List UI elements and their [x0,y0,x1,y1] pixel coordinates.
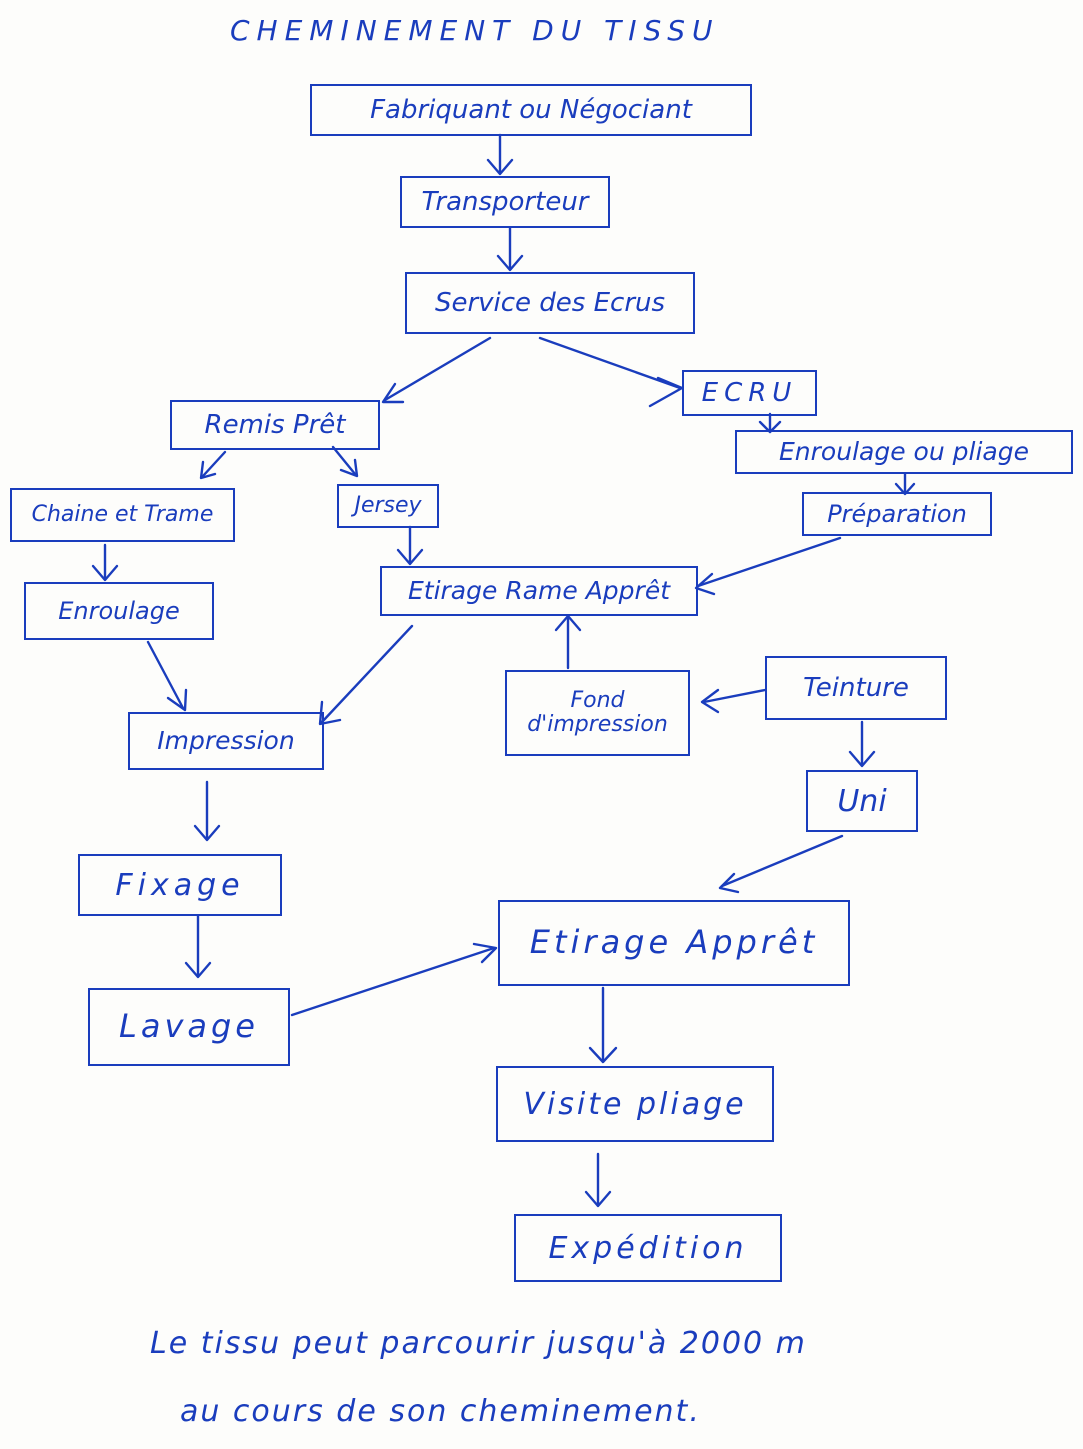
arrowhead-service-remis [381,382,405,404]
node-chaine-trame: Chaine et Trame [10,488,235,542]
arrow-teinture-fond [702,688,767,704]
node-visite-pliage: Visite pliage [496,1066,774,1142]
node-enroulage-pliage-label: Enroulage ou pliage [779,437,1029,467]
node-enroulage: Enroulage [24,582,214,640]
arrowhead-etirage-appret-visite [588,1046,618,1064]
node-fond-impression-line2: d'impression [527,712,668,737]
node-enroulage-label: Enroulage [58,596,180,625]
arrowhead-teinture-fond [700,688,720,714]
arrowhead-ecru-enroulage-pliage [758,420,782,434]
arrow-service-remis [383,336,492,402]
arrow-remis-chaine [201,450,227,478]
node-preparation-label: Préparation [827,499,967,528]
node-ecru: ECRU [682,370,817,416]
arrowhead-fabriquant-transporteur [486,158,514,176]
arrowhead-fixage-lavage [184,961,212,979]
arrowhead-remis-jersey [339,458,359,478]
arrowhead-service-ecru [648,376,684,408]
footnote-line-1: Le tissu peut parcourir jusqu'à 2000 m [150,1326,807,1361]
arrowhead-uni-etirage-appret [718,872,740,894]
node-fixage: Fixage [78,854,282,916]
arrowhead-enroulage-impression [166,688,188,712]
arrowhead-visite-expedition [584,1190,612,1208]
node-enroulage-pliage: Enroulage ou pliage [735,430,1073,474]
node-uni-label: Uni [837,783,887,819]
arrow-preparation-etirage-rame [696,536,842,588]
arrow-uni-etirage-appret [720,834,844,888]
footnote-line-2: au cours de son cheminement. [180,1394,701,1429]
node-expedition: Expédition [514,1214,782,1282]
node-uni: Uni [806,770,918,832]
arrowhead-jersey-etirage-rame [396,548,424,566]
node-remis-pret: Remis Prêt [170,400,380,450]
arrow-service-ecru [538,336,682,390]
arrowhead-transporteur-service [496,254,524,272]
arrowhead-enroulage-preparation [894,482,916,496]
arrow-lavage-etirage-appret [290,946,496,1017]
node-expedition-label: Expédition [548,1230,748,1266]
arrowhead-lavage-etirage-appret [472,942,498,964]
node-teinture: Teinture [765,656,947,720]
arrowhead-chaine-enroulage [91,564,119,582]
node-etirage-rame-appret-label: Etirage Rame Apprêt [407,576,670,606]
node-service-ecrus: Service des Ecrus [405,272,695,334]
node-impression: Impression [128,712,324,770]
arrow-etirage-rame-impression [320,624,414,724]
node-remis-pret-label: Remis Prêt [204,409,346,440]
node-preparation: Préparation [802,492,992,536]
node-etirage-appret: Etirage Apprêt [498,900,850,986]
node-fabriquant-label: Fabriquant ou Négociant [370,94,692,125]
node-chaine-trame-label: Chaine et Trame [31,501,214,527]
node-etirage-rame-appret: Etirage Rame Apprêt [380,566,698,616]
arrow-enroulage-impression [146,640,185,710]
arrowhead-teinture-uni [848,750,876,768]
node-visite-pliage-label: Visite pliage [523,1086,747,1122]
arrow-remis-jersey [331,445,357,476]
node-service-ecrus-label: Service des Ecrus [434,287,666,318]
node-impression-label: Impression [157,726,295,756]
node-jersey: Jersey [337,484,439,528]
arrowhead-remis-chaine [199,460,217,480]
node-etirage-appret-label: Etirage Apprêt [529,923,819,962]
node-ecru-label: ECRU [701,377,798,408]
node-lavage: Lavage [88,988,290,1066]
node-lavage-label: Lavage [119,1007,259,1046]
node-teinture-label: Teinture [803,672,909,703]
node-fabriquant: Fabriquant ou Négociant [310,84,752,136]
arrowhead-etirage-rame-impression [318,700,342,726]
arrowhead-fond-etirage-rame [554,614,582,632]
node-transporteur-label: Transporteur [421,186,589,217]
diagram-title: CHEMINEMENT DU TISSU [230,14,720,47]
node-fond-impression: Fond d'impression [505,670,690,756]
node-fond-impression-line1: Fond [570,687,625,713]
node-jersey-label: Jersey [354,492,422,518]
node-fixage-label: Fixage [115,867,245,903]
arrowhead-impression-fixage [193,824,221,842]
node-transporteur: Transporteur [400,176,610,228]
